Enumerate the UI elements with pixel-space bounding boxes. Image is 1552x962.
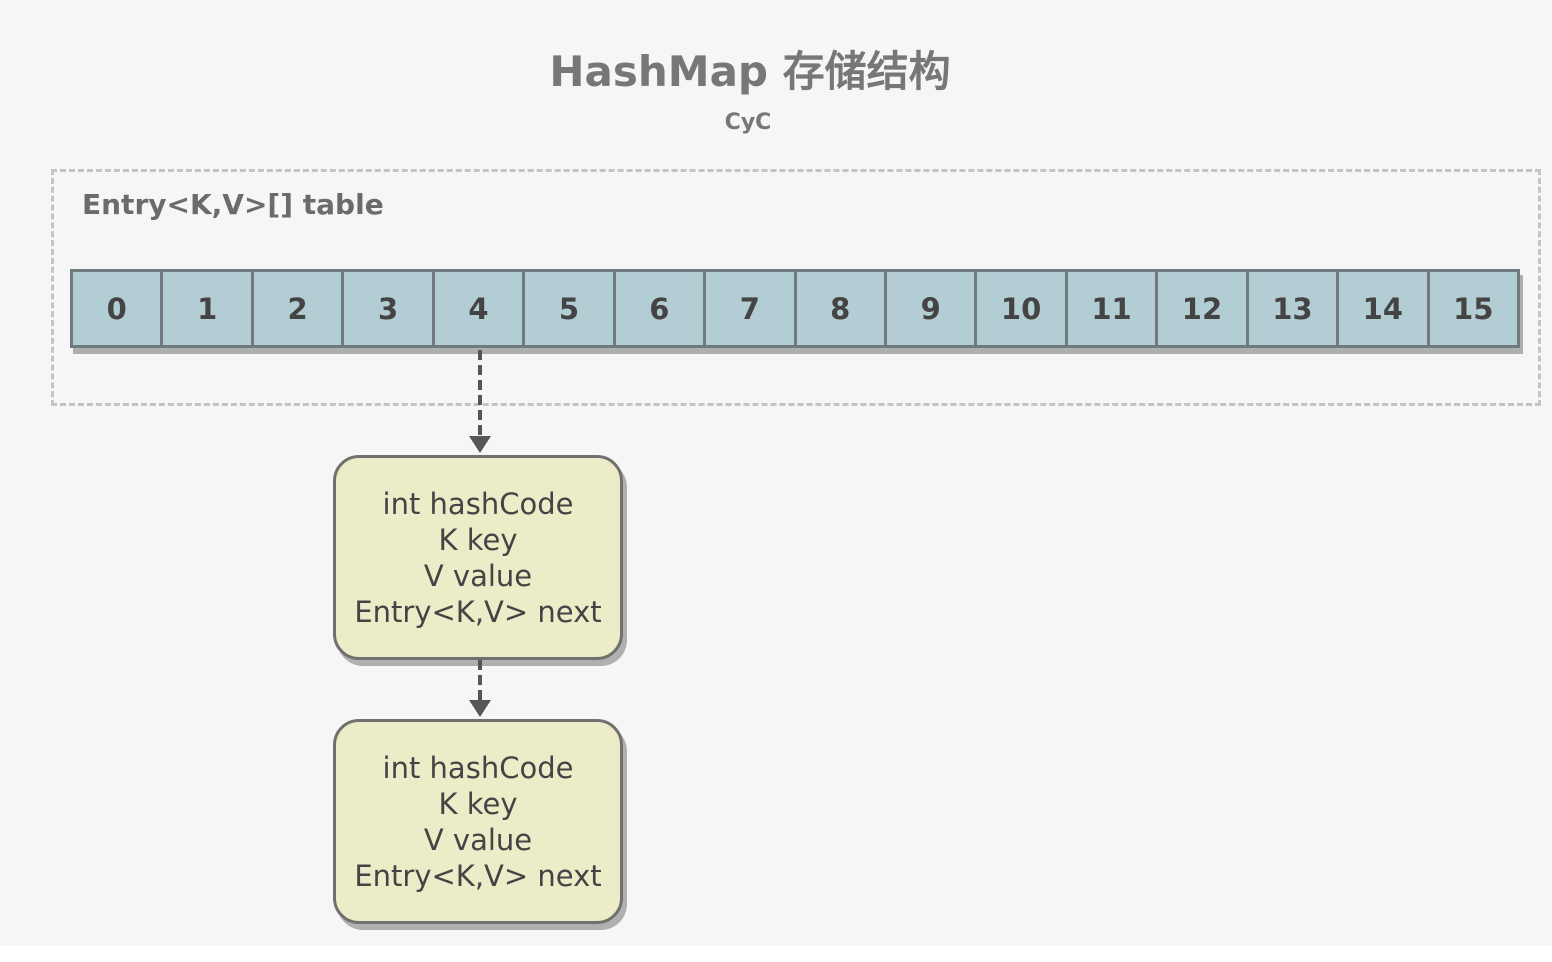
bucket-14: 14: [1336, 269, 1430, 348]
diagram-title: HashMap 存储结构: [549, 47, 951, 96]
bucket-8: 8: [793, 269, 887, 348]
bucket-2: 2: [250, 269, 345, 348]
entry-1-hashcode: int hashCode: [382, 486, 574, 521]
diagram-subtitle: CyC: [724, 110, 772, 135]
bucket-13: 13: [1245, 269, 1340, 348]
bucket-15: 15: [1426, 269, 1520, 348]
bucket-11: 11: [1064, 269, 1159, 348]
bucket-9: 9: [883, 269, 978, 348]
bucket-5: 5: [522, 269, 616, 348]
entry-2-next: Entry<K,V> next: [354, 858, 602, 893]
bucket-12: 12: [1155, 269, 1249, 348]
entry-node-2: int hashCode K key V value Entry<K,V> ne…: [333, 719, 623, 924]
bucket-7: 7: [703, 269, 797, 348]
entry-1-value: V value: [423, 558, 533, 593]
table-label: Entry<K,V>[] table: [82, 188, 384, 221]
entry-2-value: V value: [423, 822, 533, 857]
entry-2-key: K key: [438, 786, 518, 821]
bucket-10: 10: [974, 269, 1068, 348]
bottom-strip: [0, 946, 1552, 962]
bucket-4: 4: [431, 269, 526, 348]
entry-2-hashcode: int hashCode: [382, 750, 574, 785]
bucket-1: 1: [160, 269, 254, 348]
bucket-6: 6: [612, 269, 707, 348]
arrow-entry-1-to-entry-2: [469, 660, 491, 717]
bucket-array: 0 1 2 3 4 5 6 7 8 9 10 11 12 13 14 15: [70, 269, 1520, 348]
bucket-0: 0: [70, 269, 164, 348]
table-frame: [51, 169, 1541, 406]
entry-1-key: K key: [438, 522, 518, 557]
entry-1-next: Entry<K,V> next: [354, 594, 602, 629]
bucket-3: 3: [341, 269, 435, 348]
entry-node-1: int hashCode K key V value Entry<K,V> ne…: [333, 455, 623, 660]
